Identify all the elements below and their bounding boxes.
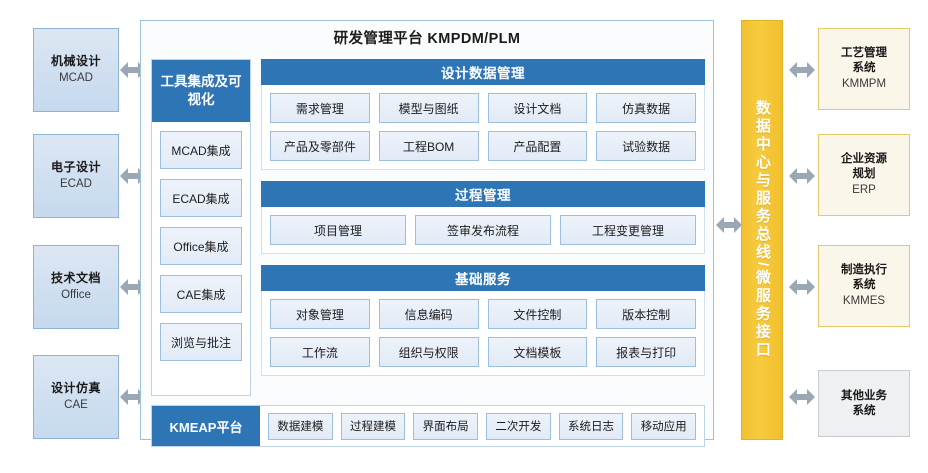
kmeap-item-system-log[interactable]: 系统日志 [558,412,624,440]
section-row: 产品及零部件 工程BOM 产品配置 试验数据 [270,131,696,161]
cell-object-mgmt[interactable]: 对象管理 [270,299,370,329]
kmeap-header: KMEAP平台 [152,406,260,446]
cell-workflow[interactable]: 工作流 [270,337,370,367]
left-system-ecad-name: 电子设计 [50,160,101,175]
cell-approval-release-flow[interactable]: 签审发布流程 [415,215,551,245]
right-system-kmmes-code: KMMES [842,294,886,307]
double-arrow-icon-left-1 [118,57,148,83]
tool-item-cae[interactable]: CAE集成 [160,275,242,313]
left-system-mcad-name: 机械设计 [50,54,101,69]
section-design-data-management: 设计数据管理 需求管理 模型与图纸 设计文档 仿真数据 产品及零部件 工程BOM… [261,59,705,170]
kmeap-item-ui-layout[interactable]: 界面布局 [413,412,479,440]
right-system-kmmes[interactable]: 制造执行 系统 KMMES [818,245,910,327]
section-body-design-data: 需求管理 模型与图纸 设计文档 仿真数据 产品及零部件 工程BOM 产品配置 试… [261,85,705,170]
kmeap-item-mobile-app[interactable]: 移动应用 [631,412,697,440]
tool-item-office[interactable]: Office集成 [160,227,242,265]
right-system-erp-code: ERP [852,183,876,196]
right-system-kmmpm-name-line1: 工艺管理 [841,47,887,60]
data-center-service-bus-label: 数据中心与服务总线/微服务接口 [753,100,771,360]
right-system-other-name-line1: 其他业务 [841,389,887,402]
double-arrow-icon-right-1 [787,57,817,83]
left-system-cae-name: 设计仿真 [50,381,101,396]
tools-integration-header: 工具集成及可视化 [152,60,250,122]
section-row: 项目管理 签审发布流程 工程变更管理 [270,215,696,245]
tool-item-view-markup[interactable]: 浏览与批注 [160,323,242,361]
left-system-cae[interactable]: 设计仿真 CAE [33,355,119,439]
cell-report-print[interactable]: 报表与打印 [596,337,696,367]
tools-integration-list: MCAD集成 ECAD集成 Office集成 CAE集成 浏览与批注 [152,122,250,367]
cell-simulation-data[interactable]: 仿真数据 [596,93,696,123]
double-arrow-icon-left-3 [118,274,148,300]
cell-info-coding[interactable]: 信息编码 [378,299,479,329]
left-system-cae-code: CAE [64,398,88,411]
cell-model-drawing[interactable]: 模型与图纸 [378,93,479,123]
tools-integration-column: 工具集成及可视化 MCAD集成 ECAD集成 Office集成 CAE集成 浏览… [151,59,251,396]
cell-project-mgmt[interactable]: 项目管理 [270,215,406,245]
cell-file-control[interactable]: 文件控制 [487,299,588,329]
section-header-design-data: 设计数据管理 [261,59,705,85]
cell-doc-template[interactable]: 文档模板 [487,337,588,367]
cell-engineering-change-mgmt[interactable]: 工程变更管理 [560,215,696,245]
data-center-service-bus: 数据中心与服务总线/微服务接口 [741,20,783,440]
cell-test-data[interactable]: 试验数据 [596,131,696,161]
right-system-erp-name-line2: 规划 [852,168,876,181]
right-system-erp-name-line1: 企业资源 [841,153,887,166]
tool-item-mcad[interactable]: MCAD集成 [160,131,242,169]
right-system-kmmpm-code: KMMPM [841,77,887,90]
double-arrow-icon-right-3 [787,274,817,300]
right-system-kmmes-name-line2: 系统 [852,279,876,292]
left-system-ecad-code: ECAD [60,177,92,190]
right-system-erp[interactable]: 企业资源 规划 ERP [818,134,910,216]
right-system-other[interactable]: 其他业务 系统 [818,370,910,437]
left-system-office-name: 技术文档 [50,271,101,286]
section-row: 对象管理 信息编码 文件控制 版本控制 [270,299,696,329]
section-body-process: 项目管理 签审发布流程 工程变更管理 [261,207,705,254]
double-arrow-icon-right-2 [787,163,817,189]
left-system-ecad[interactable]: 电子设计 ECAD [33,134,119,218]
left-system-mcad-code: MCAD [59,71,93,84]
section-row: 需求管理 模型与图纸 设计文档 仿真数据 [270,93,696,123]
right-system-other-name-line2: 系统 [852,404,876,417]
left-system-office-code: Office [61,288,91,301]
tool-item-ecad[interactable]: ECAD集成 [160,179,242,217]
section-basic-services: 基础服务 对象管理 信息编码 文件控制 版本控制 工作流 组织与权限 文档模板 … [261,265,705,376]
platform-sections: 设计数据管理 需求管理 模型与图纸 设计文档 仿真数据 产品及零部件 工程BOM… [261,59,705,387]
section-header-basic-services: 基础服务 [261,265,705,291]
platform-panel: 研发管理平台 KMPDM/PLM 工具集成及可视化 MCAD集成 ECAD集成 … [140,20,714,447]
kmeap-platform-bar: KMEAP平台 数据建模 过程建模 界面布局 二次开发 系统日志 移动应用 [151,405,705,447]
right-system-kmmes-name-line1: 制造执行 [841,264,887,277]
cell-product-parts[interactable]: 产品及零部件 [270,131,370,161]
left-system-office[interactable]: 技术文档 Office [33,245,119,329]
cell-requirement-mgmt[interactable]: 需求管理 [270,93,370,123]
double-arrow-icon-left-4 [118,384,148,410]
kmeap-item-secondary-dev[interactable]: 二次开发 [486,412,551,440]
section-header-process: 过程管理 [261,181,705,207]
cell-version-control[interactable]: 版本控制 [596,299,696,329]
kmeap-item-process-modeling[interactable]: 过程建模 [340,412,406,440]
section-row: 工作流 组织与权限 文档模板 报表与打印 [270,337,696,367]
kmeap-item-data-modeling[interactable]: 数据建模 [268,412,333,440]
double-arrow-icon-left-2 [118,163,148,189]
double-arrow-icon-right-4 [787,384,817,410]
cell-engineering-bom[interactable]: 工程BOM [378,131,479,161]
cell-design-doc[interactable]: 设计文档 [487,93,588,123]
double-arrow-icon-center [714,212,744,238]
right-system-kmmpm-name-line2: 系统 [852,62,876,75]
kmeap-item-list: 数据建模 过程建模 界面布局 二次开发 系统日志 移动应用 [260,406,704,446]
section-body-basic-services: 对象管理 信息编码 文件控制 版本控制 工作流 组织与权限 文档模板 报表与打印 [261,291,705,376]
cell-org-permission[interactable]: 组织与权限 [378,337,479,367]
right-system-kmmpm[interactable]: 工艺管理 系统 KMMPM [818,28,910,110]
section-process-management: 过程管理 项目管理 签审发布流程 工程变更管理 [261,181,705,254]
cell-product-config[interactable]: 产品配置 [487,131,588,161]
left-system-mcad[interactable]: 机械设计 MCAD [33,28,119,112]
page-title: 研发管理平台 KMPDM/PLM [333,31,521,47]
